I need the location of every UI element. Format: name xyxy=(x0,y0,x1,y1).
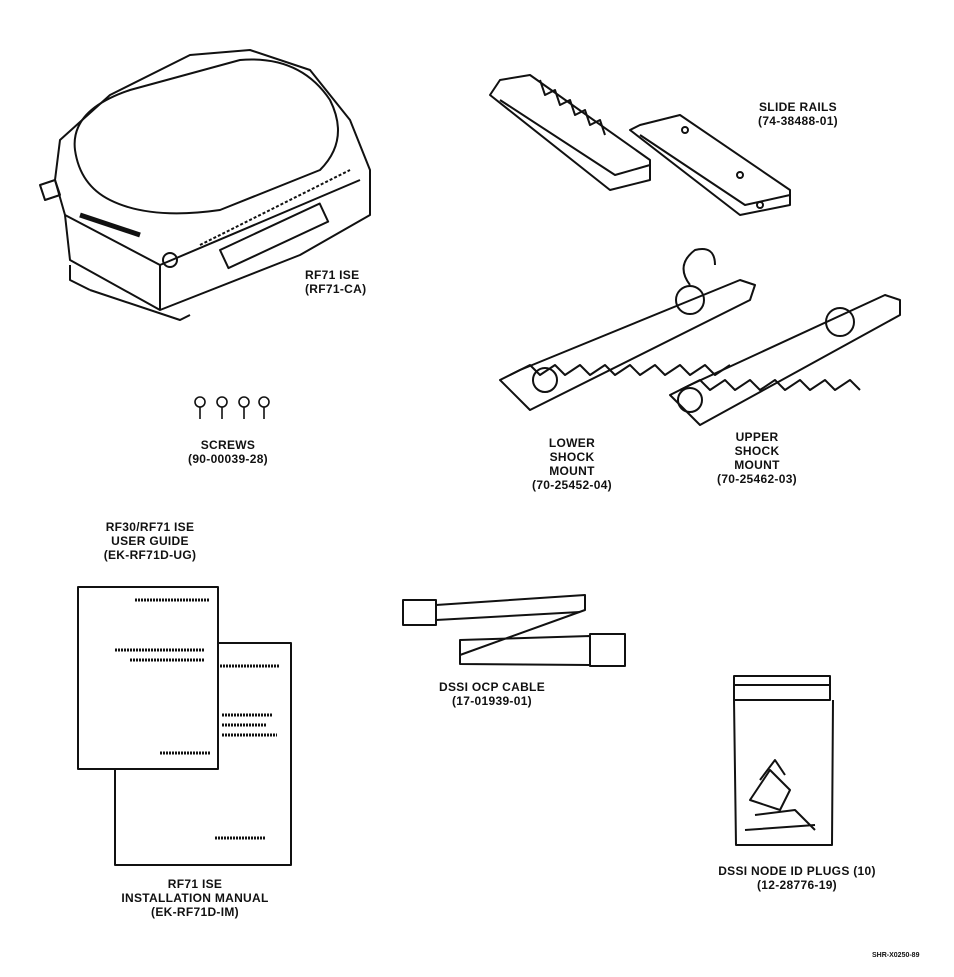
upper-mount-line3: MOUNT xyxy=(734,458,780,472)
upper-mount-line1: UPPER xyxy=(735,430,779,444)
node-plugs-part-number: (12-28776-19) xyxy=(757,878,837,892)
lower-mount-line1: LOWER xyxy=(548,436,596,450)
rf71-drive-drawing xyxy=(39,49,371,321)
slide-rails-label: SLIDE RAILS (74-38488-01) xyxy=(758,100,838,128)
figure-code: SHR-X0250-89 xyxy=(872,952,920,959)
lower-mount-part-number: (70-25452-04) xyxy=(532,478,612,492)
manuals-drawing xyxy=(77,586,292,866)
cable-label: DSSI OCP CABLE (17-01939-01) xyxy=(439,680,545,708)
lower-mount-line3: MOUNT xyxy=(549,464,595,478)
install-manual-line2: INSTALLATION MANUAL xyxy=(121,891,269,905)
screws-label: SCREWS (90-00039-28) xyxy=(188,438,268,466)
slide-rails-name: SLIDE RAILS xyxy=(759,100,837,114)
upper-mount-line2: SHOCK xyxy=(734,444,780,458)
install-manual-part-number: (EK-RF71D-IM) xyxy=(151,905,239,919)
node-plugs-bag-drawing xyxy=(733,675,834,846)
node-plugs-name: DSSI NODE ID PLUGS (10) xyxy=(718,864,876,878)
cable-name: DSSI OCP CABLE xyxy=(439,680,545,694)
install-manual-label: RF71 ISE INSTALLATION MANUAL (EK-RF71D-I… xyxy=(121,877,268,919)
screws-drawing xyxy=(194,396,270,419)
lower-mount-line2: SHOCK xyxy=(549,450,595,464)
upper-shock-mount-label: UPPER SHOCK MOUNT (70-25462-03) xyxy=(717,430,797,486)
lower-shock-mount-drawing xyxy=(499,248,756,411)
lower-shock-mount-label: LOWER SHOCK MOUNT (70-25452-04) xyxy=(532,436,612,492)
upper-shock-mount-drawing xyxy=(669,294,901,426)
user-guide-line1: RF30/RF71 ISE xyxy=(105,520,195,534)
user-guide-line2: USER GUIDE xyxy=(111,534,189,548)
install-manual-line1: RF71 ISE xyxy=(167,877,223,891)
node-plugs-label: DSSI NODE ID PLUGS (10) (12-28776-19) xyxy=(718,864,876,892)
user-guide-part-number: (EK-RF71D-UG) xyxy=(103,548,197,562)
user-guide-label: RF30/RF71 ISE USER GUIDE (EK-RF71D-UG) xyxy=(104,520,197,562)
drive-label: RF71 ISE (RF71-CA) xyxy=(305,268,366,296)
drive-part-number: (RF71-CA) xyxy=(305,282,367,296)
dssi-cable-drawing xyxy=(402,594,626,667)
screws-name: SCREWS xyxy=(200,438,256,452)
drive-name: RF71 ISE xyxy=(305,268,360,282)
slide-rails-part-number: (74-38488-01) xyxy=(758,114,838,128)
upper-mount-part-number: (70-25462-03) xyxy=(717,472,797,486)
screws-part-number: (90-00039-28) xyxy=(188,452,268,466)
cable-part-number: (17-01939-01) xyxy=(452,694,532,708)
slide-rails-drawing xyxy=(489,74,791,216)
